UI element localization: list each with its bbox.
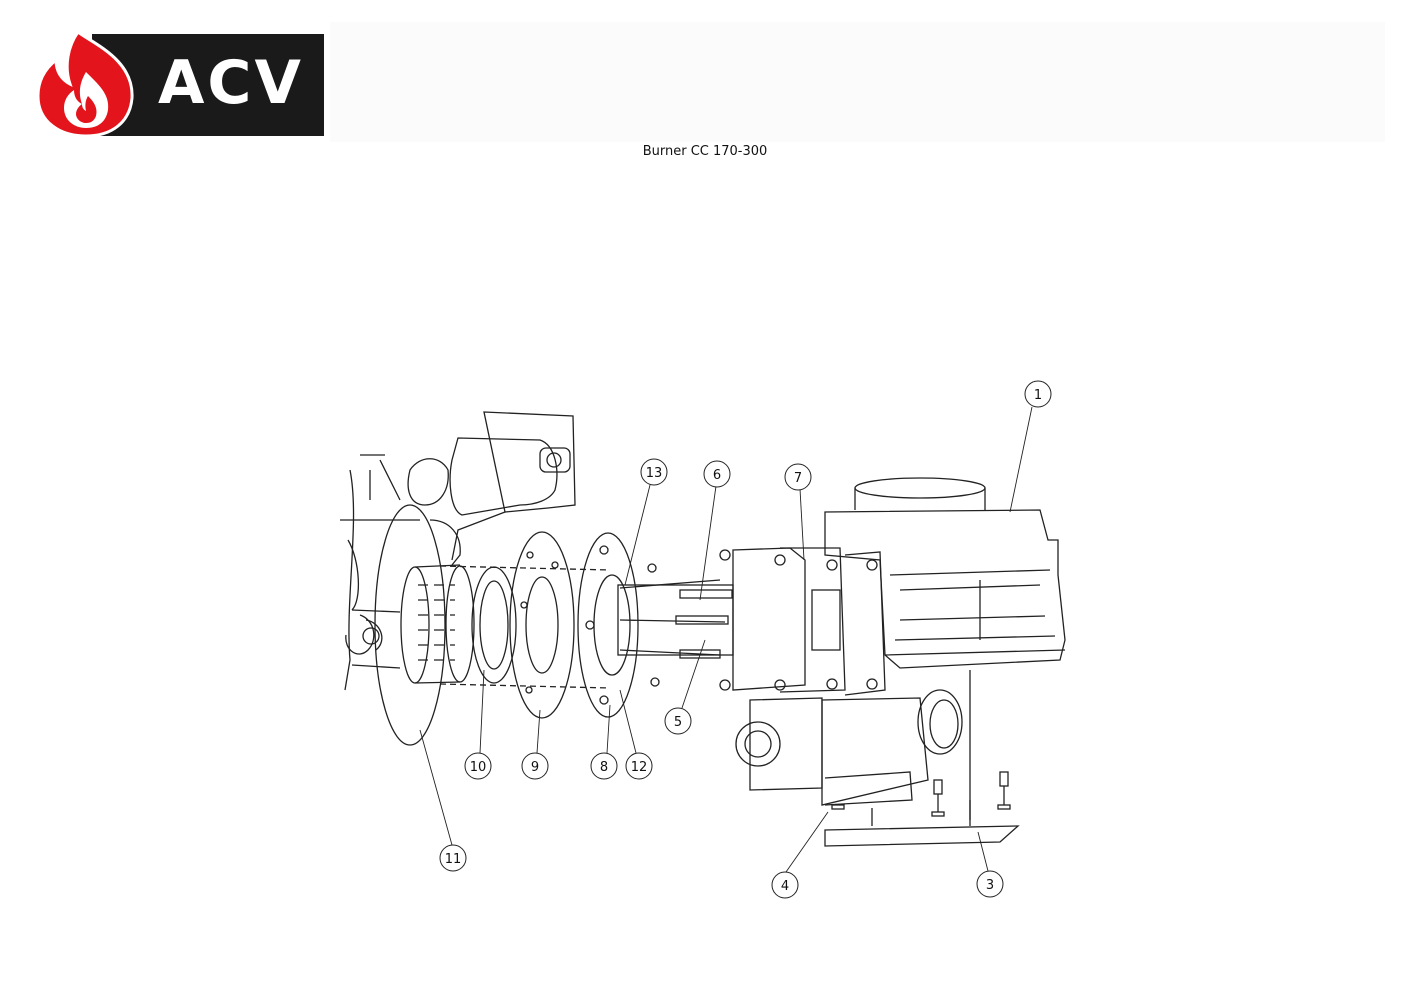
document-title: Burner CC 170-300 (642, 144, 768, 159)
callout-5-label: 5 (674, 715, 682, 730)
base-plate-3 (824, 771, 1020, 847)
header-band (330, 22, 1385, 142)
acv-logo: ACV (34, 30, 326, 138)
callout-13: 13 (640, 458, 668, 486)
callout-4-label: 4 (781, 879, 789, 894)
flame-icon (36, 30, 134, 138)
callout-10: 10 (464, 752, 492, 780)
gas-valve-top (449, 411, 576, 561)
callout-11-label: 11 (445, 852, 462, 867)
callout-3-label: 3 (986, 878, 994, 893)
air-tube-7 (719, 547, 886, 696)
callout-12-label: 12 (631, 760, 648, 775)
fan-housing-1 (824, 477, 1066, 669)
callout-3: 3 (976, 870, 1004, 898)
flange-8 (577, 532, 639, 718)
callout-7: 7 (784, 463, 812, 491)
callout-1: 1 (1024, 380, 1052, 408)
callout-9: 9 (521, 752, 549, 780)
combustion-head (374, 504, 611, 746)
leader-lines (419, 406, 1033, 873)
callout-12: 12 (625, 752, 653, 780)
gas-valve-4 (735, 670, 971, 820)
callout-9-label: 9 (531, 760, 539, 775)
callout-5: 5 (664, 707, 692, 735)
callout-13-label: 13 (646, 466, 663, 481)
callout-1-label: 1 (1034, 388, 1042, 403)
gasket-10 (471, 566, 517, 684)
callout-10-label: 10 (470, 760, 487, 775)
callout-6: 6 (703, 460, 731, 488)
callout-7-label: 7 (794, 471, 802, 486)
callout-4: 4 (771, 871, 799, 899)
callout-11: 11 (439, 844, 467, 872)
logo-text: ACV (158, 48, 304, 118)
callout-8: 8 (590, 752, 618, 780)
callout-6-label: 6 (713, 468, 721, 483)
callout-8-label: 8 (600, 760, 608, 775)
flange-plate-9 (509, 531, 575, 719)
boiler-body (340, 454, 461, 691)
